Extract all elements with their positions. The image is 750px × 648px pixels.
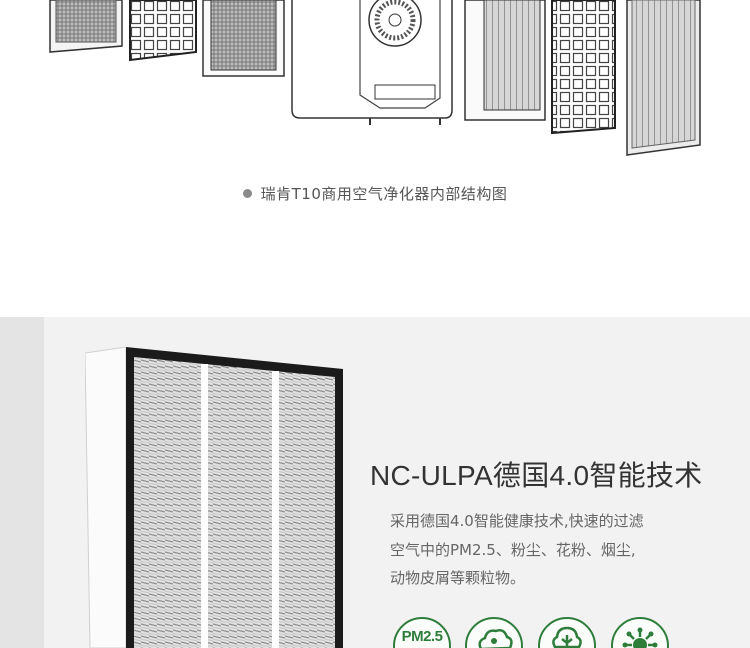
mesh-filter-panel (202, 0, 285, 77)
description-line: 空气中的PM2.5、粉尘、花粉、烟尘, (390, 540, 636, 559)
bullet-dot (242, 189, 252, 198)
caption-text: 瑞肯T10商用空气净化器内部结构图 (260, 185, 508, 203)
virus-icon (611, 617, 669, 648)
description-line: 采用德国4.0智能健康技术,快速的过滤 (390, 512, 644, 530)
feature-description: 采用德国4.0智能健康技术,快速的过滤 空气中的PM2.5、粉尘、花粉、烟尘, … (390, 507, 710, 593)
pm25-label: PM2.5 (401, 628, 443, 645)
feature-section: NC-ULPA德国4.0智能技术 采用德国4.0智能健康技术,快速的过滤 空气中… (0, 317, 750, 648)
pm25-icon: PM2.5 (393, 617, 451, 648)
front-cover-panel (626, 0, 701, 156)
grid-filter-panel (129, 0, 197, 62)
main-unit-body (291, 0, 453, 125)
structure-section: 瑞肯T10商用空气净化器内部结构图 (0, 0, 750, 317)
feature-badges: PM2.5 (393, 617, 693, 648)
feature-heading: NC-ULPA德国4.0智能技术 (370, 460, 703, 491)
exploded-view-illustration (49, 0, 701, 156)
pre-filter-panel (49, 0, 123, 53)
structure-caption: 瑞肯T10商用空气净化器内部结构图 (0, 183, 750, 204)
pleated-filter-panel (464, 0, 546, 121)
hepa-filter-image (85, 347, 343, 648)
cloud-icon (465, 617, 523, 648)
side-strip (0, 317, 44, 648)
tree-icon (538, 617, 596, 648)
grid-frame-panel (551, 0, 616, 135)
description-line: 动物皮屑等颗粒物。 (390, 569, 526, 587)
